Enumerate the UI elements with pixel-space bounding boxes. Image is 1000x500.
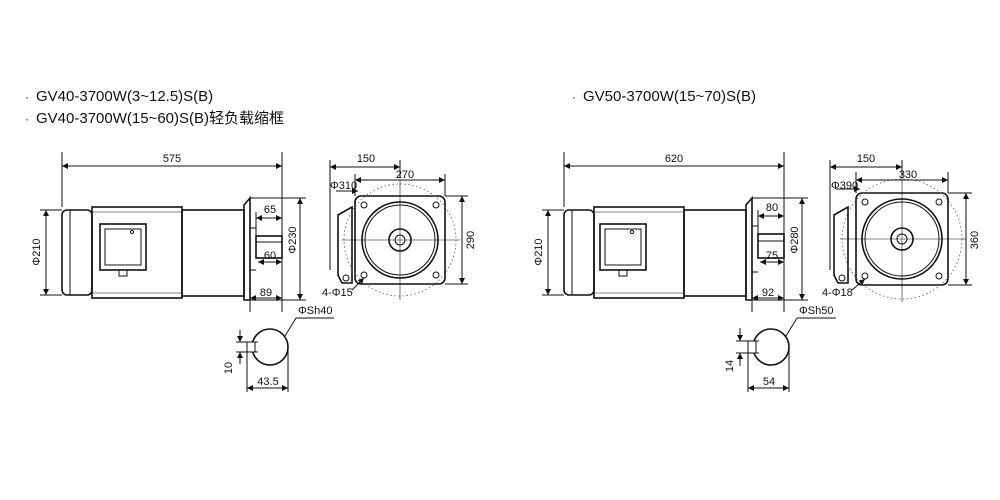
right-keyway-label: 54 bbox=[763, 376, 775, 388]
right-key-label: 14 bbox=[724, 360, 736, 372]
left-title-line-1: · GV40-3700W(3~12.5)S(B) bbox=[18, 86, 284, 108]
right-shaft-label: ΦSh50 bbox=[799, 305, 833, 317]
right-motor-dia-label: Φ210 bbox=[533, 238, 545, 265]
right-front-terminal bbox=[833, 205, 849, 284]
right-front-view: 150 330 Φ390 360 4-Φ18 bbox=[822, 153, 981, 302]
left-dim-89: 89 bbox=[260, 287, 272, 299]
left-key-label: 10 bbox=[223, 362, 235, 374]
left-front-270: 270 bbox=[396, 169, 414, 181]
right-end-cap bbox=[563, 209, 595, 296]
bullet: · bbox=[25, 112, 29, 126]
right-front-360: 360 bbox=[969, 231, 981, 249]
right-shaft-circle bbox=[752, 328, 790, 366]
right-length-label: 620 bbox=[665, 153, 683, 165]
right-flange-label: Φ280 bbox=[789, 226, 801, 253]
left-flange bbox=[243, 195, 251, 301]
right-title-block: · GV50-3700W(15~70)S(B) bbox=[565, 86, 756, 108]
right-flange bbox=[745, 195, 753, 301]
right-side-view: 620 Φ210 80 75 92 Φ280 bbox=[533, 152, 808, 312]
bullet: · bbox=[572, 90, 576, 104]
left-motor-dia-label: Φ210 bbox=[31, 238, 43, 265]
left-front-holes: 4-Φ15 bbox=[322, 287, 353, 299]
right-dim-75: 75 bbox=[766, 250, 778, 262]
right-shaft bbox=[757, 233, 785, 259]
right-dim-92: 92 bbox=[762, 287, 774, 299]
left-gearbox bbox=[181, 209, 245, 297]
left-title-1: GV40-3700W(3~12.5)S(B) bbox=[36, 88, 214, 105]
left-shaft-label: ΦSh40 bbox=[298, 305, 332, 317]
right-motor-body bbox=[593, 206, 685, 299]
left-front-terminal bbox=[337, 205, 353, 284]
left-flange-label: Φ230 bbox=[287, 226, 299, 253]
right-front-390: Φ390 bbox=[831, 180, 858, 192]
left-title-line-2: · GV40-3700W(15~60)S(B)轻负载缩框 bbox=[18, 108, 284, 130]
right-front-holes: 4-Φ18 bbox=[822, 287, 853, 299]
left-keyway-label: 43.5 bbox=[257, 376, 278, 388]
left-front-view: 150 270 Φ310 290 4-Φ15 bbox=[322, 153, 477, 300]
left-front-310: Φ310 bbox=[330, 180, 357, 192]
left-terminal-box bbox=[99, 223, 147, 271]
right-title-1: GV50-3700W(15~70)S(B) bbox=[583, 88, 756, 105]
left-shaft bbox=[255, 235, 283, 259]
left-end-cap bbox=[61, 209, 93, 296]
left-dim-60: 60 bbox=[264, 250, 276, 262]
left-front-290: 290 bbox=[465, 231, 477, 249]
left-shaft-circle bbox=[251, 328, 289, 366]
bullet: · bbox=[25, 90, 29, 104]
left-front-150: 150 bbox=[357, 153, 375, 165]
right-gearbox bbox=[683, 209, 747, 297]
left-length-label: 575 bbox=[163, 153, 181, 165]
left-dim-65: 65 bbox=[264, 204, 276, 216]
right-shaft-section: ΦSh50 14 54 bbox=[724, 305, 836, 392]
left-title-2: GV40-3700W(15~60)S(B)轻负载缩框 bbox=[36, 110, 284, 127]
left-shaft-section: ΦSh40 10 43.5 bbox=[223, 305, 334, 392]
right-front-150: 150 bbox=[857, 153, 875, 165]
right-title-line-1: · GV50-3700W(15~70)S(B) bbox=[565, 86, 756, 108]
right-dim-80: 80 bbox=[766, 202, 778, 214]
right-front-330: 330 bbox=[899, 169, 917, 181]
left-side-view: 575 Φ210 65 60 89 Φ230 bbox=[31, 152, 306, 312]
right-terminal-box bbox=[599, 223, 647, 271]
left-title-block: · GV40-3700W(3~12.5)S(B) · GV40-3700W(15~6… bbox=[18, 86, 284, 130]
